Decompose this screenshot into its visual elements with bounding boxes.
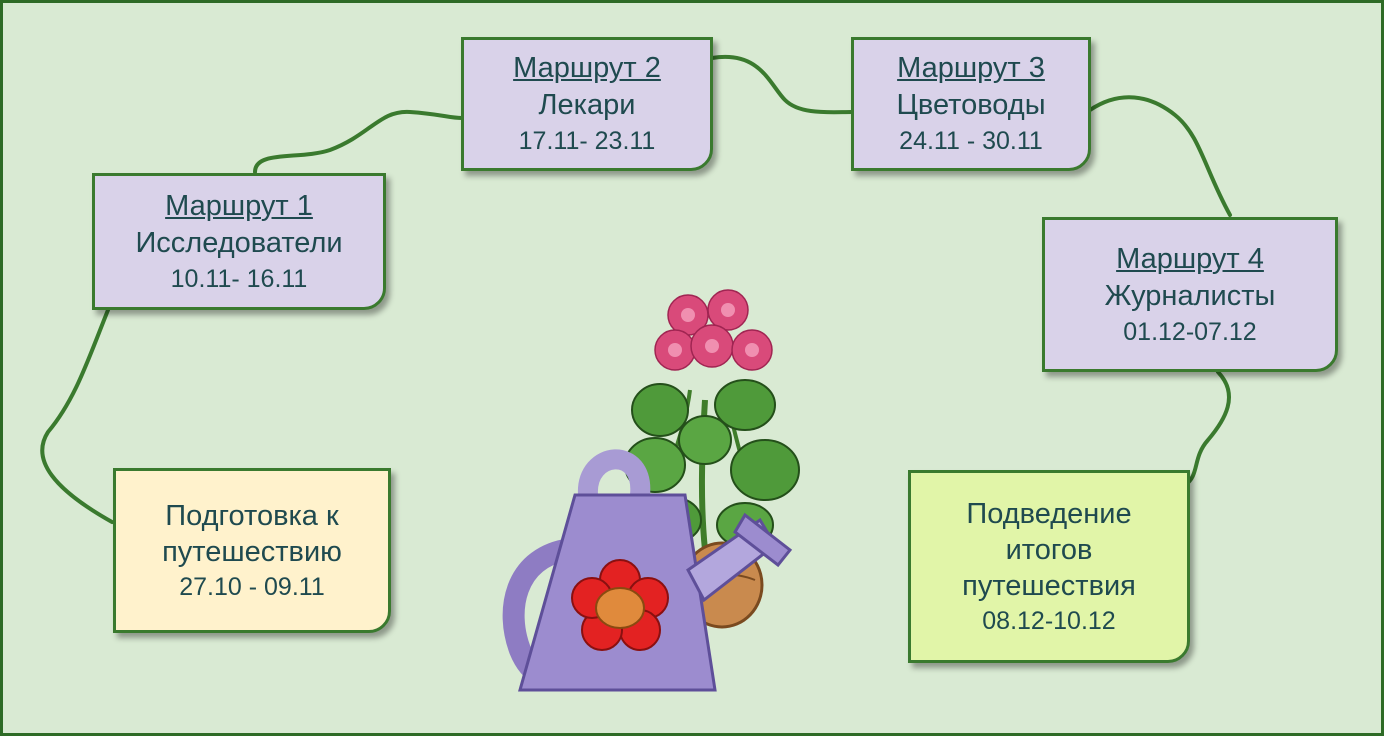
summary-line-1: Подведение <box>966 497 1132 530</box>
watering-can-icon <box>502 449 793 692</box>
summary-line-2: итогов <box>1005 533 1093 566</box>
connector-prep-to-route1 <box>40 308 114 524</box>
summary-box: Подведение итогов путешествия 08.12-10.1… <box>908 470 1190 663</box>
route-4-title: Маршрут 4 <box>1116 242 1264 275</box>
route-box-3: Маршрут 3 Цветоводы 24.11 - 30.11 <box>851 37 1091 171</box>
route-2-name: Лекари <box>538 89 636 121</box>
summary-dates: 08.12-10.12 <box>982 606 1116 635</box>
preparation-line-1: Подготовка к <box>165 499 339 532</box>
connector-route3-to-route4 <box>1088 95 1232 217</box>
preparation-box: Подготовка к путешествию 27.10 - 09.11 <box>113 468 391 633</box>
connector-route2-to-route3 <box>710 54 854 115</box>
route-3-dates: 24.11 - 30.11 <box>899 127 1043 155</box>
preparation-dates: 27.10 - 09.11 <box>179 572 325 601</box>
route-3-title: Маршрут 3 <box>897 52 1045 84</box>
route-2-title: Маршрут 2 <box>513 52 661 84</box>
summary-line-3: путешествия <box>962 569 1136 602</box>
preparation-line-2: путешествию <box>162 535 342 568</box>
route-2-dates: 17.11- 23.11 <box>518 127 656 155</box>
route-1-dates: 10.11- 16.11 <box>170 264 308 293</box>
route-1-name: Исследователи <box>135 226 343 259</box>
connector-route4-to-summary <box>1183 370 1231 487</box>
geranium-flower-icon <box>624 289 800 629</box>
flower-watering-can-illustration <box>502 289 800 692</box>
route-1-title: Маршрут 1 <box>165 189 313 222</box>
connector-route1-to-route2 <box>253 109 464 174</box>
route-box-1: Маршрут 1 Исследователи 10.11- 16.11 <box>92 173 386 310</box>
route-3-name: Цветоводы <box>896 89 1046 121</box>
route-box-2: Маршрут 2 Лекари 17.11- 23.11 <box>461 37 713 171</box>
route-box-4: Маршрут 4 Журналисты 01.12-07.12 <box>1042 217 1338 372</box>
route-4-dates: 01.12-07.12 <box>1123 317 1257 346</box>
route-4-name: Журналисты <box>1104 279 1276 312</box>
